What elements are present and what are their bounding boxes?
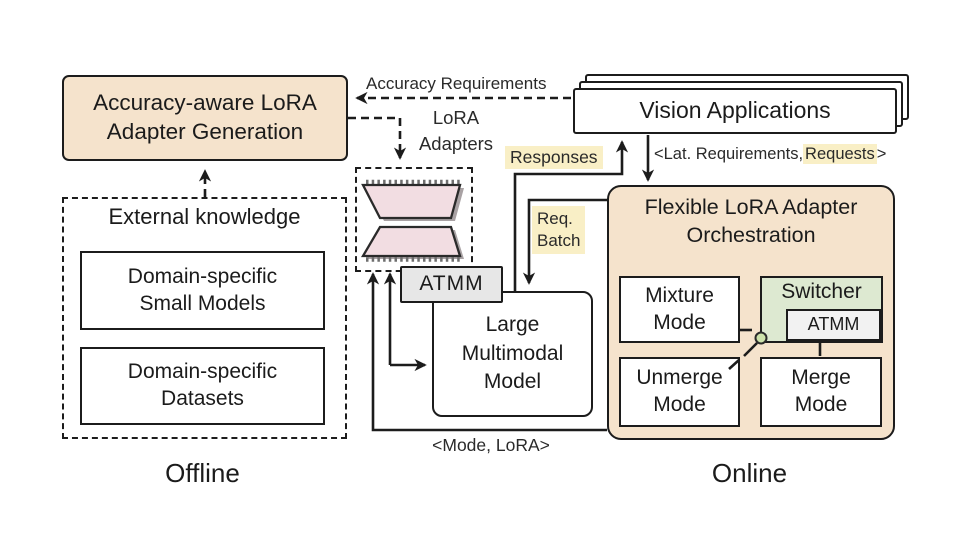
lora-adapters-label: LoRA Adapters — [418, 107, 494, 154]
online-section-label: Online — [711, 458, 788, 488]
accuracy-requirements-label: Accuracy Requirements — [366, 74, 547, 93]
domain-specific-small-models-box: Domain-specific Small Models — [80, 251, 325, 330]
accuracy-aware-lora-generation-box: Accuracy-aware LoRA Adapter Generation — [62, 75, 348, 161]
switcher-atmm-box: ATMM — [786, 309, 881, 341]
orchestration-title: Flexible LoRA Adapter Orchestration — [644, 195, 858, 247]
domain-specific-datasets-box: Domain-specific Datasets — [80, 347, 325, 425]
external-knowledge-box — [62, 197, 347, 439]
large-multimodal-model-box: Large Multimodal Model — [432, 291, 593, 417]
lat-requirements-requests-label: <Lat. Requirements,Requests> — [654, 144, 887, 164]
atmm-box: ATMM — [400, 266, 503, 303]
lora-adapters-arrow — [348, 116, 407, 160]
mixture-mode-box: Mixture Mode — [619, 276, 740, 343]
accuracy-aware-lora-generation-label: Accuracy-aware LoRA Adapter Generation — [93, 90, 317, 144]
merge-mode-box: Merge Mode — [760, 357, 882, 427]
mode-lora-label: <Mode, LoRA> — [432, 435, 550, 455]
unmerge-mode-box: Unmerge Mode — [619, 357, 740, 427]
offline-section-label: Offline — [165, 458, 240, 488]
requests-highlight: Requests — [803, 144, 877, 164]
vision-applications-box: Vision Applications — [573, 88, 897, 134]
responses-label: Responses — [505, 146, 603, 169]
lora-adapters-box — [355, 167, 473, 272]
external-knowledge-title: External knowledge — [108, 204, 301, 229]
req-batch-label: Req. Batch — [532, 206, 586, 254]
